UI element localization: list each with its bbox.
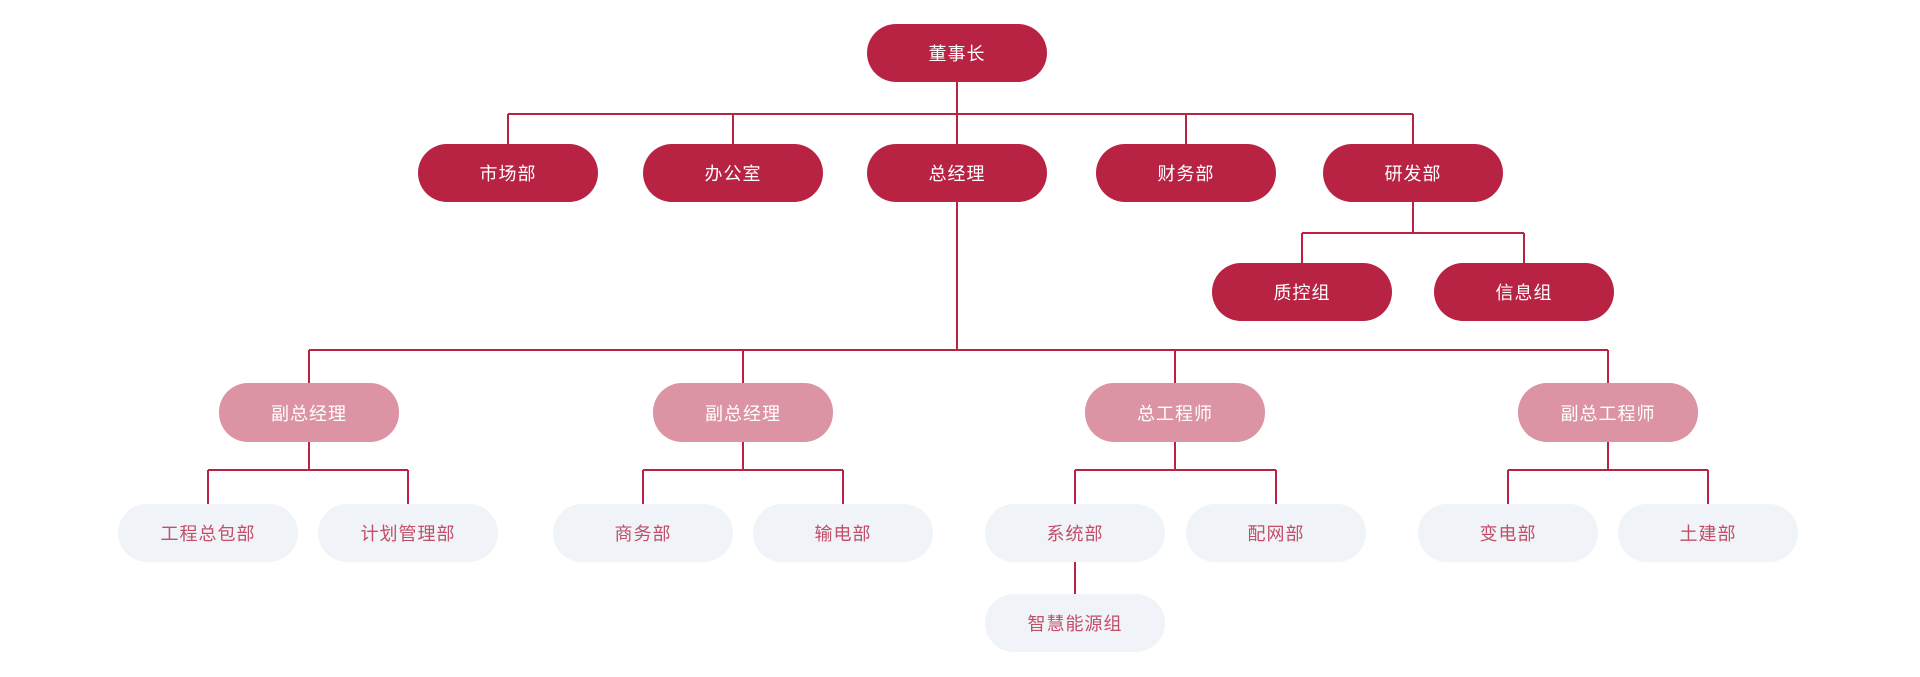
connector-line	[732, 114, 734, 144]
connector-line	[507, 114, 509, 144]
org-node-general-manager[interactable]: 总经理	[867, 144, 1047, 202]
connector-line	[309, 349, 1608, 351]
org-node-commerce-dept[interactable]: 商务部	[553, 504, 733, 562]
connector-line	[208, 469, 408, 471]
org-node-quality-control[interactable]: 质控组	[1212, 263, 1392, 321]
connector-line	[308, 350, 310, 383]
connector-line	[1607, 350, 1609, 383]
connector-line	[1707, 470, 1709, 504]
connector-line	[1174, 442, 1176, 470]
connector-line	[1174, 350, 1176, 383]
org-node-civil-dept[interactable]: 土建部	[1618, 504, 1798, 562]
connector-line	[508, 113, 1413, 115]
connector-line	[1508, 469, 1708, 471]
org-node-finance[interactable]: 财务部	[1096, 144, 1276, 202]
connector-line	[1074, 562, 1076, 594]
org-node-rnd[interactable]: 研发部	[1323, 144, 1503, 202]
org-node-substation-dept[interactable]: 变电部	[1418, 504, 1598, 562]
connector-line	[207, 470, 209, 504]
org-node-office[interactable]: 办公室	[643, 144, 823, 202]
org-node-planning-dept[interactable]: 计划管理部	[318, 504, 498, 562]
org-node-chairman[interactable]: 董事长	[867, 24, 1047, 82]
connector-line	[1075, 469, 1276, 471]
connector-line	[1074, 470, 1076, 504]
connector-line	[1301, 233, 1303, 263]
org-node-deputy-gm-2[interactable]: 副总经理	[653, 383, 833, 442]
connector-line	[1607, 442, 1609, 470]
connector-line	[642, 470, 644, 504]
connector-line	[1523, 233, 1525, 263]
org-node-marketing[interactable]: 市场部	[418, 144, 598, 202]
connector-line	[643, 469, 843, 471]
connector-line	[407, 470, 409, 504]
connector-line	[742, 350, 744, 383]
connector-line	[956, 202, 958, 350]
org-node-system-dept[interactable]: 系统部	[985, 504, 1165, 562]
org-node-epc-dept[interactable]: 工程总包部	[118, 504, 298, 562]
connector-line	[842, 470, 844, 504]
org-node-distribution-dept[interactable]: 配网部	[1186, 504, 1366, 562]
org-node-transmission-dept[interactable]: 输电部	[753, 504, 933, 562]
connector-line	[1302, 232, 1524, 234]
connector-line	[1412, 114, 1414, 144]
org-node-smart-energy-group[interactable]: 智慧能源组	[985, 594, 1165, 652]
connector-line	[1275, 470, 1277, 504]
org-node-information-group[interactable]: 信息组	[1434, 263, 1614, 321]
org-node-deputy-gm-1[interactable]: 副总经理	[219, 383, 399, 442]
connector-line	[742, 442, 744, 470]
connector-line	[1507, 470, 1509, 504]
connector-line	[1185, 114, 1187, 144]
connector-line	[956, 82, 958, 144]
connector-line	[308, 442, 310, 470]
org-node-deputy-chief-engineer[interactable]: 副总工程师	[1518, 383, 1698, 442]
org-node-chief-engineer[interactable]: 总工程师	[1085, 383, 1265, 442]
connector-line	[1412, 202, 1414, 233]
